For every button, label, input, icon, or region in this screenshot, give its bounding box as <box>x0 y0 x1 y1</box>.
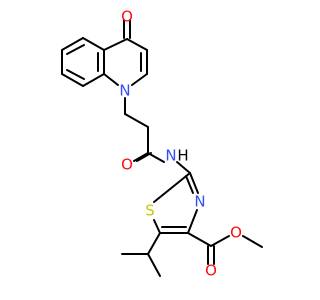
bond <box>176 161 191 174</box>
bond <box>147 232 161 255</box>
ketone-oxygen-label: O <box>121 8 133 26</box>
bond <box>147 253 161 277</box>
bond <box>103 73 119 86</box>
bond <box>133 152 149 162</box>
bond <box>124 113 149 128</box>
amide-hydrogen-label: H <box>177 147 188 165</box>
bond <box>147 152 165 163</box>
thiazole-sulfur-label: S <box>145 202 155 220</box>
canvas-background <box>0 0 300 300</box>
amide-nitrogen-label: N <box>165 147 176 165</box>
bond <box>82 73 105 87</box>
bond <box>126 38 148 51</box>
bond <box>187 209 198 234</box>
bond <box>153 172 191 203</box>
quinolone-nitrogen-label: N <box>119 82 130 100</box>
atom-label-layer: O N O N H N S O O <box>119 8 242 280</box>
bond <box>185 175 194 194</box>
bond <box>61 73 84 87</box>
molecule-structure: O N O N H N S O O <box>0 0 300 300</box>
bond-layer <box>61 19 263 277</box>
amide-oxygen-label: O <box>121 156 133 174</box>
bond <box>66 69 85 80</box>
bond <box>242 235 263 248</box>
bond <box>82 37 105 51</box>
bond <box>103 38 128 51</box>
bond <box>210 235 230 247</box>
bond <box>189 172 199 194</box>
ester-methoxy-oxygen-label: O <box>230 224 242 242</box>
bond <box>131 73 148 86</box>
bond <box>61 37 84 51</box>
bond <box>187 232 212 247</box>
bond <box>66 44 85 55</box>
bond <box>153 219 161 234</box>
thiazole-nitrogen-label: N <box>194 193 205 211</box>
ester-carbonyl-oxygen-label: O <box>205 262 217 280</box>
